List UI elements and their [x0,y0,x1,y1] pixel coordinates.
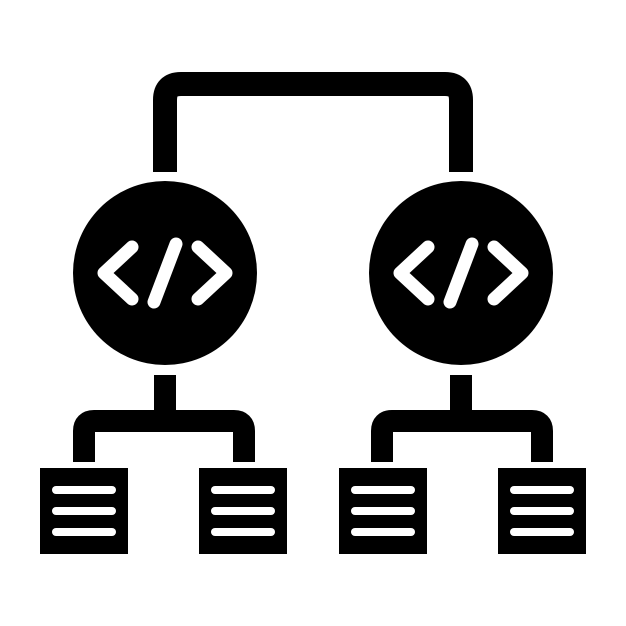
document-lines-icon [52,486,116,536]
branch-connector-left [73,375,255,462]
document-lines-icon [351,486,415,536]
code-node-right [369,181,553,365]
document-lines-icon [211,486,275,536]
top-connector [153,72,473,172]
branch-connector-right [371,375,553,462]
document-block [199,468,287,554]
document-block [498,468,586,554]
document-lines-icon [510,486,574,536]
code-brackets-icon [97,237,233,309]
code-brackets-icon [393,237,529,309]
document-block [339,468,427,554]
document-block [40,468,128,554]
code-node-left [73,181,257,365]
